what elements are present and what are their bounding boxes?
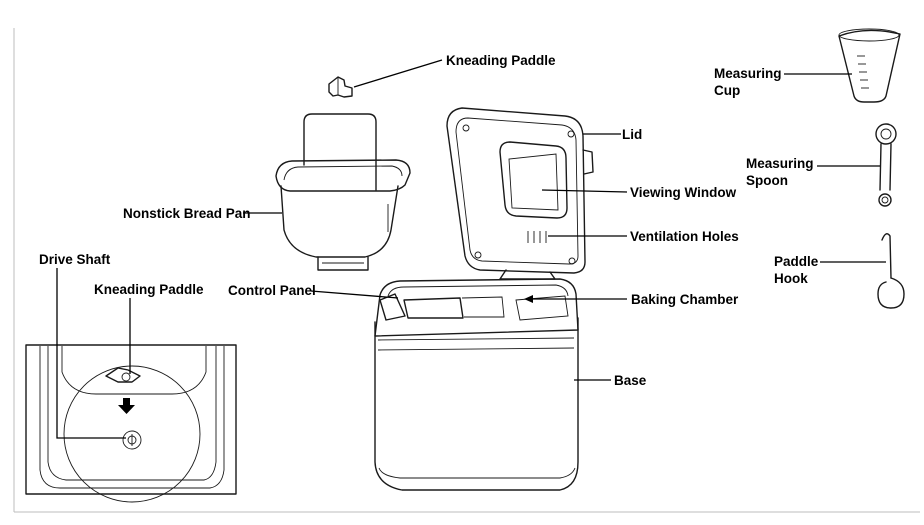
control-panel-leader bbox=[310, 290, 399, 299]
bread-pan-label: Nonstick Bread Pan bbox=[123, 206, 251, 221]
pan-interior-inset bbox=[25, 344, 237, 503]
measuring-cup-label-line1: Measuring bbox=[714, 66, 782, 81]
base-label: Base bbox=[614, 373, 647, 388]
kneading-paddle-inset-label: Kneading Paddle bbox=[94, 282, 204, 297]
kneading-paddle-part bbox=[328, 76, 353, 98]
kneading-paddle-label: Kneading Paddle bbox=[446, 53, 556, 68]
measuring-cup-part bbox=[838, 28, 901, 103]
lid-label: Lid bbox=[622, 127, 642, 142]
drive-shaft-leader bbox=[56, 268, 126, 439]
measuring-spoon-part bbox=[875, 123, 897, 207]
measuring-cup-label-line2: Cup bbox=[714, 83, 740, 98]
paddle-hook-label-line2: Hook bbox=[774, 271, 808, 286]
paddle-hook-label-line1: Paddle bbox=[774, 254, 819, 269]
baking-chamber-label: Baking Chamber bbox=[631, 292, 739, 307]
bread-pan-part bbox=[275, 113, 411, 271]
kneading-paddle-leader bbox=[353, 59, 443, 88]
page-frame bbox=[13, 28, 920, 513]
measuring-spoon-label-line2: Spoon bbox=[746, 173, 788, 188]
viewing-window-leader bbox=[541, 189, 628, 193]
viewing-window-label: Viewing Window bbox=[630, 185, 737, 200]
machine-base-part bbox=[374, 278, 579, 491]
paddle-hook-part bbox=[877, 233, 905, 309]
measuring-spoon-label-line1: Measuring bbox=[746, 156, 814, 171]
ventilation-hole-marks bbox=[527, 231, 547, 243]
ventilation-holes-label: Ventilation Holes bbox=[630, 229, 739, 244]
control-panel-label: Control Panel bbox=[228, 283, 316, 298]
drive-shaft-label: Drive Shaft bbox=[39, 252, 111, 267]
lid-part bbox=[446, 107, 594, 280]
baking-chamber-leader bbox=[524, 295, 627, 303]
